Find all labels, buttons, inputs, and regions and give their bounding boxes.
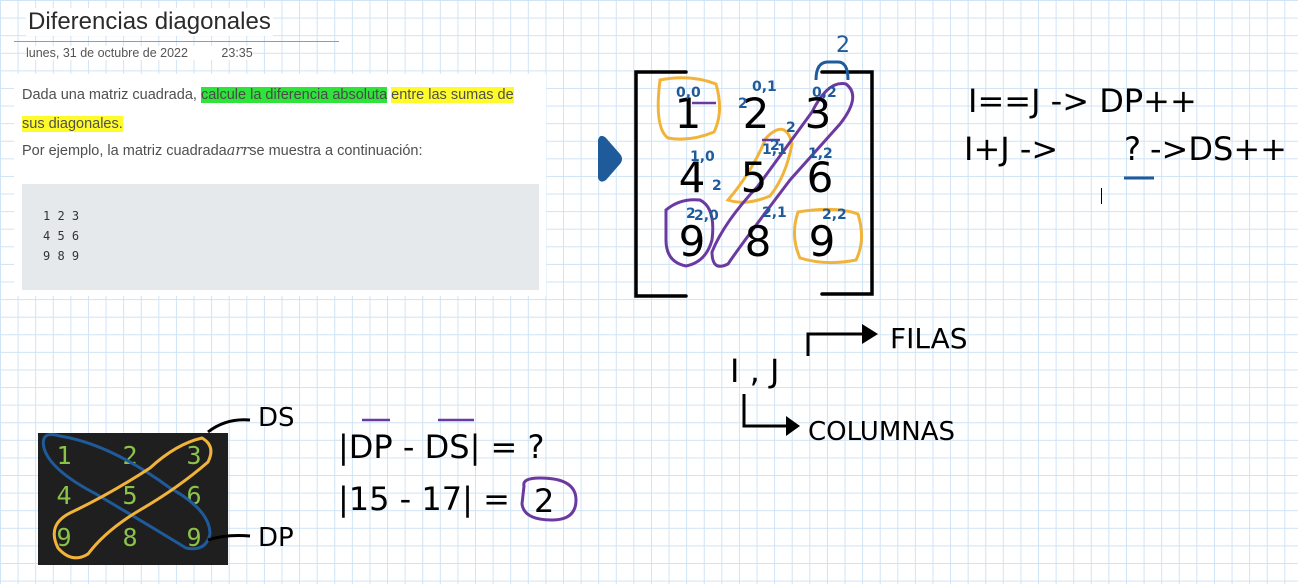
- title-divider: [14, 41, 339, 42]
- dark-matrix-cell: 4: [56, 481, 72, 510]
- play-marker-icon: [598, 135, 622, 182]
- index-label: 1,1: [762, 142, 787, 158]
- dark-matrix-cell: 5: [122, 481, 138, 510]
- index-label: 2,2: [822, 207, 847, 223]
- blue-bracket: [814, 60, 850, 81]
- arrow-right-icon: [862, 324, 878, 344]
- dp-label: DP: [258, 523, 294, 553]
- matrix-cell: 5: [741, 153, 768, 202]
- page-title[interactable]: Diferencias diagonales: [26, 8, 273, 36]
- code-block: 1 2 3 4 5 6 9 8 9: [22, 184, 539, 290]
- problem-card[interactable]: Dada una matriz cuadrada, calcule la dif…: [14, 74, 546, 296]
- arrow-right-icon: [786, 416, 800, 436]
- formula-line1: |DP - DS| = ?: [338, 428, 544, 466]
- dark-matrix-cell: 3: [186, 441, 202, 470]
- matrix-cell: 4: [679, 153, 706, 202]
- top-mark: 2: [836, 33, 850, 58]
- highlight-green: calcule la diferencia absoluta: [200, 87, 388, 103]
- sum-label: 2: [738, 96, 748, 112]
- index-label: 1,2: [808, 146, 833, 162]
- index-label: 0,0: [676, 85, 701, 101]
- dark-matrix-cell: 8: [122, 523, 138, 552]
- axes-variables: I , J: [730, 352, 779, 390]
- matrix-cell: 1: [675, 89, 702, 138]
- dark-matrix-cell: 9: [186, 523, 202, 552]
- ds-label: DS: [258, 403, 295, 433]
- dark-matrix-image: 1 2 3 4 5 6 9 8 9: [38, 433, 228, 565]
- result-circle: [520, 476, 578, 522]
- rule-main-diagonal: I==J -> DP++: [968, 82, 1197, 120]
- sum-label: 2: [770, 138, 780, 154]
- page-date-time: lunes, 31 de octubre de 2022 23:35: [26, 46, 253, 60]
- matrix-cell: 9: [679, 217, 706, 266]
- text-cursor: [1101, 188, 1102, 204]
- dark-matrix-arrows: [207, 418, 251, 542]
- index-label: 2,1: [762, 205, 787, 221]
- formula-line2: |15 - 17| =: [338, 480, 510, 518]
- code-matrix: 1 2 3 4 5 6 9 8 9: [43, 209, 80, 263]
- dark-matrix-cell: 1: [56, 441, 72, 470]
- yellow-loops: [656, 76, 863, 265]
- page-time: 23:35: [221, 46, 253, 60]
- index-label: 0,2: [812, 85, 837, 101]
- problem-statement: Dada una matriz cuadrada, calcule la dif…: [22, 81, 532, 139]
- axes-arrows: [742, 332, 862, 428]
- problem-intro: Dada una matriz cuadrada,: [22, 87, 201, 103]
- dark-yellow-loop: [52, 436, 213, 560]
- matrix-cell: 9: [809, 217, 836, 266]
- axes-cols-label: COLUMNAS: [808, 417, 955, 447]
- rule-unknown: ?: [1124, 130, 1141, 168]
- index-label: 0,1: [752, 79, 777, 95]
- rule-anti-diagonal-b: ->DS++: [1150, 130, 1287, 168]
- sum-label: 2: [686, 206, 696, 222]
- dark-blue-loop: [41, 433, 212, 551]
- rule-anti-diagonal-a: I+J ->: [964, 130, 1058, 168]
- matrix-cell: 8: [745, 217, 772, 266]
- sum-label: 2: [712, 178, 722, 194]
- matrix-cell: 6: [807, 153, 834, 202]
- sum-label: 2: [786, 120, 796, 136]
- dark-matrix-cell: 9: [56, 523, 72, 552]
- axes-rows-label: FILAS: [890, 322, 968, 355]
- formula-result: 2: [534, 482, 554, 520]
- matrix-cell: 3: [805, 89, 832, 138]
- index-label: 1,0: [690, 149, 715, 165]
- example-sentence: Por ejemplo, la matriz cuadradaarrse mue…: [22, 143, 423, 159]
- matrix-cell: 2: [743, 89, 770, 138]
- page-date: lunes, 31 de octubre de 2022: [26, 46, 188, 60]
- index-label: 2,0: [694, 208, 719, 224]
- purple-loops: [664, 82, 855, 268]
- math-variable: arr: [226, 143, 250, 159]
